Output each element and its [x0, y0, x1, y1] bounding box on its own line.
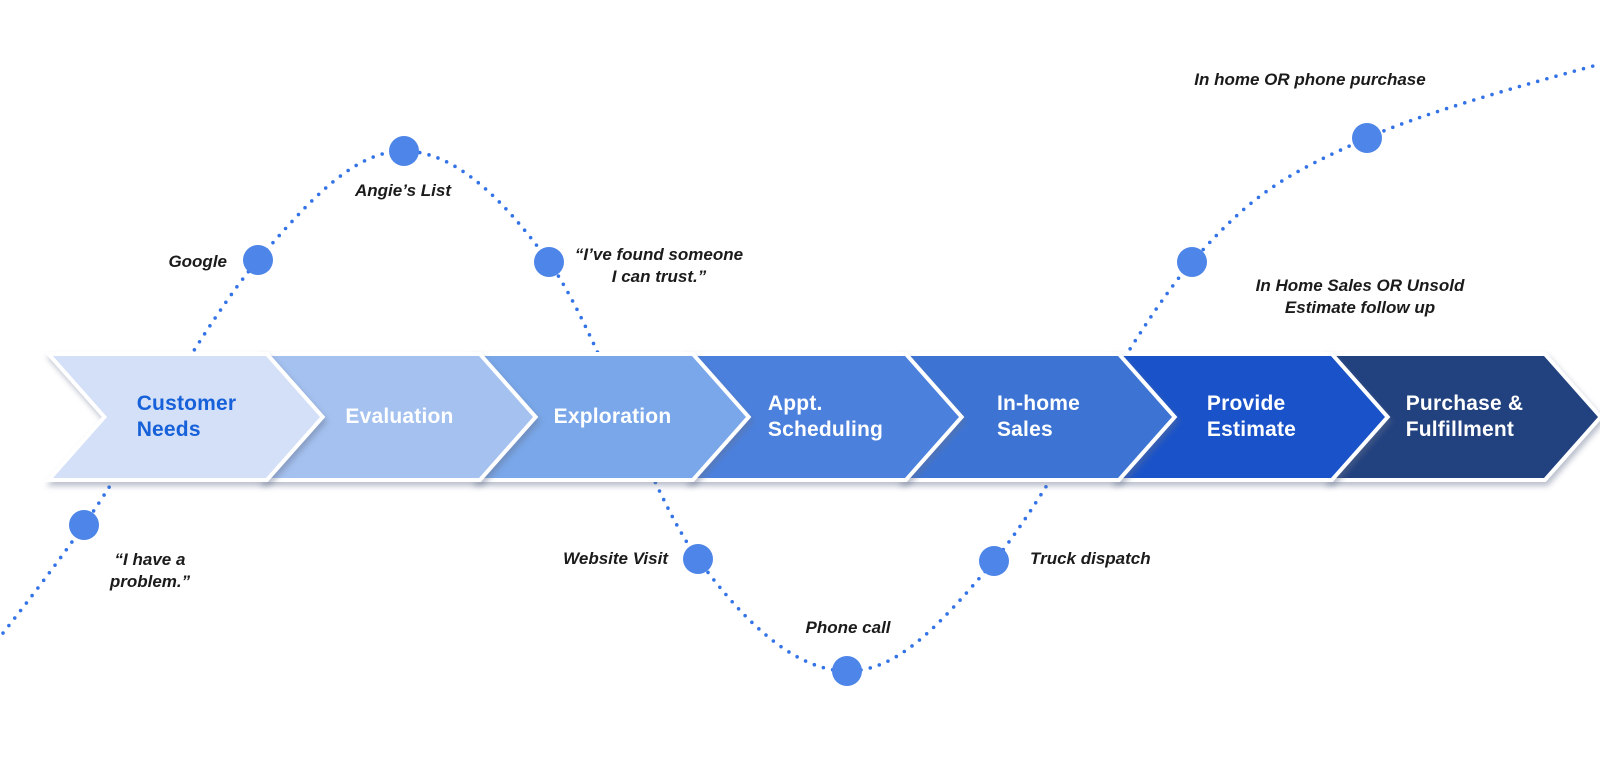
touchpoint-label: “I have a problem.”: [110, 549, 190, 593]
touchpoint-label: Phone call: [805, 617, 890, 639]
touchpoint-label-text: Google: [168, 252, 227, 271]
touchpoint-label: “I’ve found someone I can trust.”: [575, 244, 743, 288]
touchpoint-label-text: Truck dispatch: [1030, 549, 1151, 568]
touchpoint-label-text: Website Visit: [563, 549, 668, 568]
touchpoint-label: In Home Sales OR Unsold Estimate follow …: [1240, 275, 1480, 319]
touchpoint-label-text: In Home Sales OR Unsold Estimate follow …: [1255, 276, 1465, 317]
touchpoint-label: Truck dispatch: [1030, 548, 1151, 570]
touchpoint-label-text: “I have a problem.”: [109, 550, 191, 591]
touchpoint-dot: [1177, 247, 1207, 277]
touchpoint-dot: [979, 546, 1009, 576]
touchpoint-label-text: Phone call: [805, 618, 891, 637]
touchpoint-label: Website Visit: [563, 548, 668, 570]
touchpoint-dot: [243, 245, 273, 275]
touchpoint-dot: [683, 544, 713, 574]
touchpoint-label: In home OR phone purchase: [1194, 69, 1425, 91]
touchpoint-dot: [832, 656, 862, 686]
touchpoint-dot: [1352, 123, 1382, 153]
stage-chevron: [44, 352, 326, 482]
touchpoint-label-text: Angie’s List: [354, 181, 452, 200]
touchpoint-dot: [534, 247, 564, 277]
touchpoint-label-text: “I’ve found someone I can trust.”: [574, 245, 744, 286]
touchpoint-dot: [389, 136, 419, 166]
touchpoint-dot: [69, 510, 99, 540]
touchpoint-label: Angie’s List: [355, 180, 451, 202]
touchpoint-label-text: In home OR phone purchase: [1194, 70, 1426, 89]
touchpoint-label: Google: [168, 251, 227, 273]
